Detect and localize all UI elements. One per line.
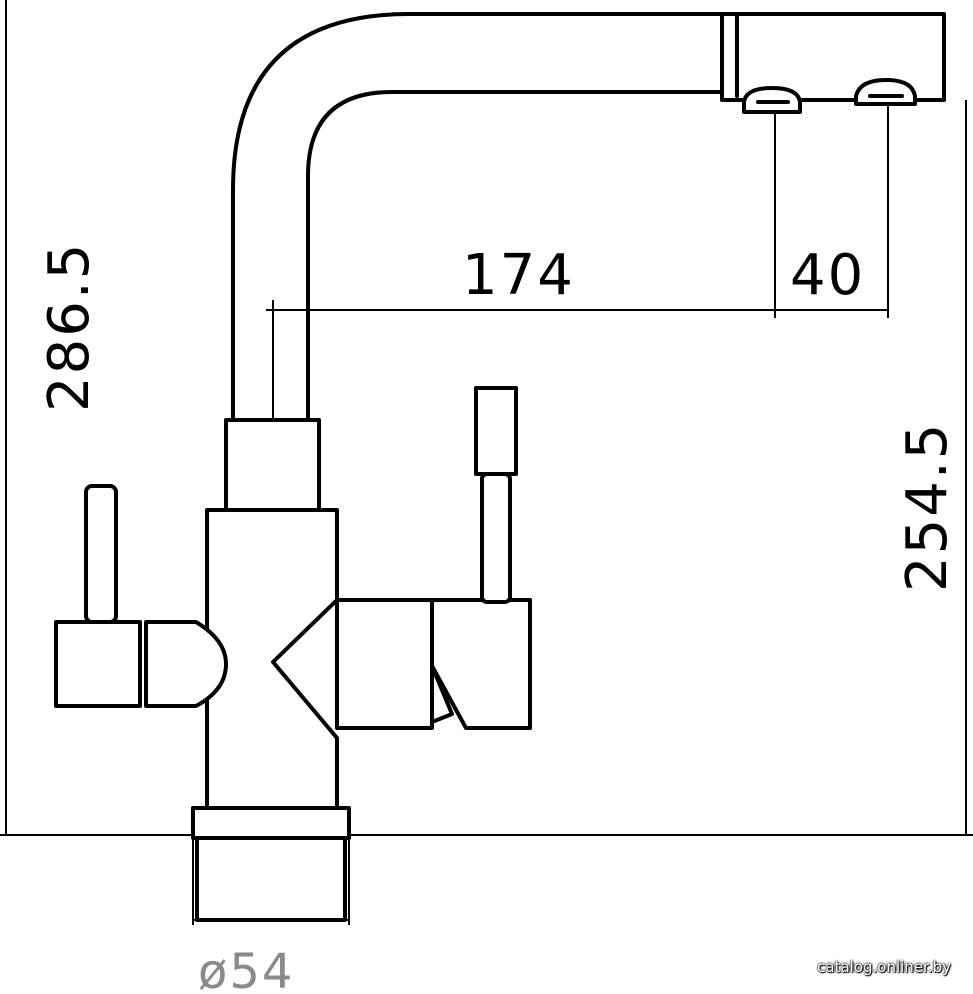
watermark-text: catalog.onliner.by <box>817 958 951 976</box>
spout-inner-edge <box>306 90 724 420</box>
faucet-outline <box>54 12 946 922</box>
left-cartridge <box>54 620 142 708</box>
right-lever-stem <box>480 472 512 604</box>
right-cartridge-bevel <box>430 664 454 724</box>
right-housing <box>335 598 434 730</box>
spout-height-label: 254.5 <box>895 422 960 592</box>
total-height-label: 286.5 <box>37 242 102 412</box>
spout-head <box>720 12 946 102</box>
spout-outer-edge <box>231 12 732 420</box>
base-shank <box>195 836 347 922</box>
neck-collar <box>224 418 321 512</box>
base-ring <box>191 806 351 840</box>
right-cartridge <box>430 598 532 730</box>
base-diameter-label: ø54 <box>198 944 294 994</box>
right-lever-knob <box>474 386 518 476</box>
left-lever <box>84 484 118 624</box>
outlet-aerator-2 <box>854 78 917 106</box>
dimension-lines <box>0 0 973 925</box>
spout-reach-label: 174 <box>462 243 575 308</box>
left-cartridge-dome <box>144 620 228 708</box>
dimension-labels: 286.5 254.5 174 40 ø54 <box>37 242 960 994</box>
outlet-spacing-label: 40 <box>790 243 865 308</box>
